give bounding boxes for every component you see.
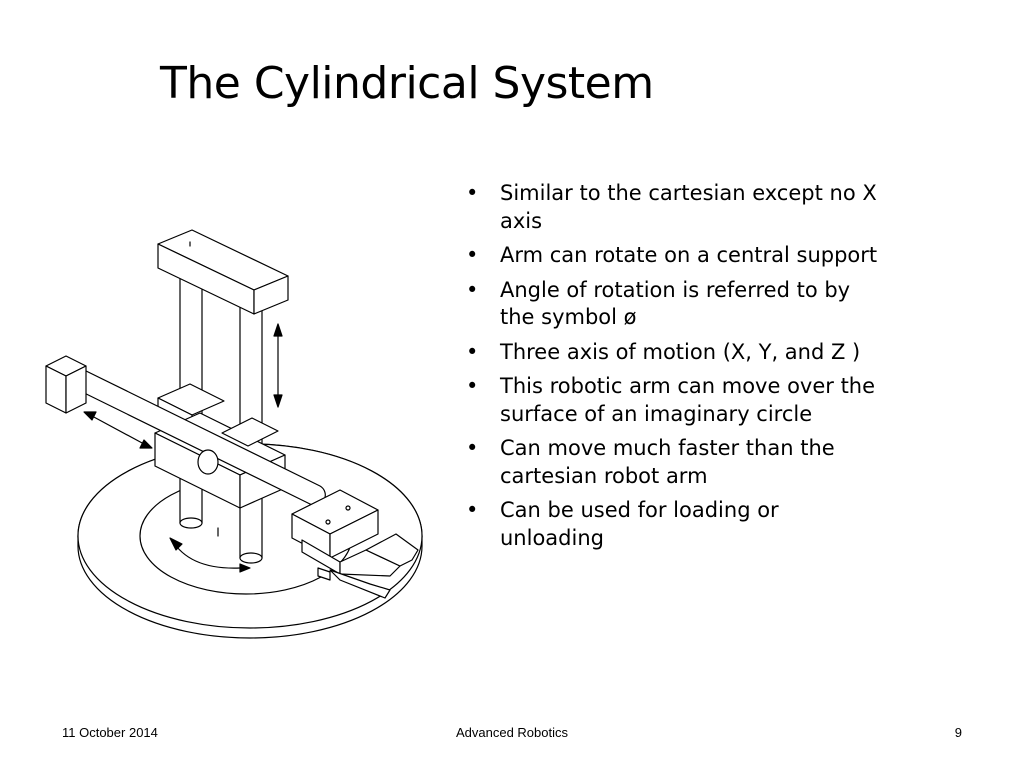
bullet-glyph: •	[466, 243, 479, 267]
bullet-text: Arm can rotate on a central support	[500, 243, 878, 267]
vertical-motion-arrow	[273, 323, 283, 408]
bullet-glyph: •	[466, 181, 479, 205]
bullet-item: • This robotic arm can move over the surf…	[466, 373, 886, 428]
bullet-text: Three axis of motion (X, Y, and Z )	[500, 339, 861, 364]
arm-end-stop	[45, 355, 87, 414]
rotation-arrow	[169, 537, 251, 573]
bullet-text: Can move much faster than the cartesian …	[500, 436, 835, 488]
bullet-item: • Arm can rotate on a central support	[466, 242, 886, 270]
bullet-list: • Similar to the cartesian except no X ax…	[466, 180, 886, 559]
bullet-glyph: •	[466, 498, 479, 522]
horizontal-motion-arrow	[83, 411, 153, 449]
bullet-glyph: •	[466, 436, 479, 460]
bullet-text: This robotic arm can move over the surfa…	[500, 374, 876, 426]
bullet-glyph: •	[466, 374, 479, 398]
bullet-glyph: •	[466, 339, 479, 364]
bullet-text: Angle of rotation is referred to by the …	[500, 277, 851, 330]
bullet-text: Similar to the cartesian except no X axi…	[500, 181, 877, 233]
bullet-item: • Can move much faster than the cartesian…	[466, 435, 886, 490]
gripper	[291, 489, 419, 599]
bullet-item: • Three axis of motion (X, Y, and Z )	[466, 339, 886, 367]
bullet-item: • Can be used for loading or unloading	[466, 497, 886, 552]
slide-title: The Cylindrical System	[160, 58, 654, 109]
footer-date: 11 October 2014	[62, 725, 158, 740]
page-number: 9	[954, 725, 962, 740]
top-crossbar	[157, 229, 289, 315]
cylindrical-robot-diagram	[40, 218, 430, 658]
bullet-item: • Angle of rotation is referred to by the…	[466, 277, 886, 332]
bullet-glyph: •	[466, 277, 479, 302]
bullet-item: • Similar to the cartesian except no X ax…	[466, 180, 886, 235]
bullet-text: Can be used for loading or unloading	[500, 498, 779, 550]
footer-title: Advanced Robotics	[455, 725, 568, 740]
